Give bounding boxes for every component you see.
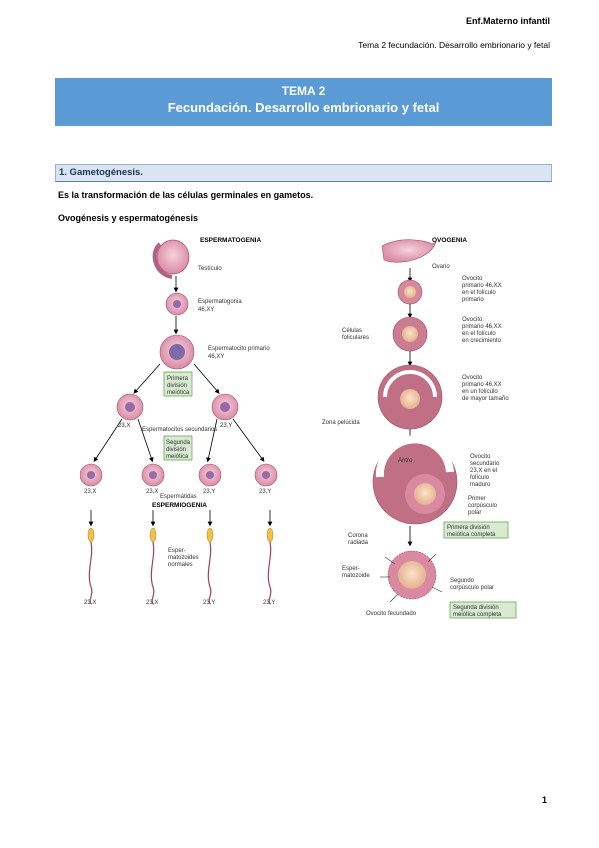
- sperm-label-l2: matozoide: [342, 573, 370, 579]
- second-meiotic-complete-l2: meiótica completa: [453, 612, 502, 618]
- first-meiotic-box: [163, 371, 193, 397]
- spermatid-cells: [80, 463, 278, 487]
- oocyte3-l1: Ovocito: [462, 375, 483, 381]
- sperm-3-label: 23,Y: [203, 600, 215, 606]
- spermatid-1-label: 23,X: [84, 489, 96, 495]
- sperm-4-label: 23,Y: [263, 600, 275, 606]
- primary-spermatocyte-label: Espermatocito primario: [208, 346, 270, 352]
- oocyte4-l3: 23,X en el: [470, 468, 497, 474]
- oocyte2-l1: Ovocito: [462, 317, 483, 323]
- header-course: Enf.Materno infantil: [466, 16, 550, 26]
- spermatid-3-label: 23,Y: [203, 489, 215, 495]
- first-polar-l2: corpúsculo: [468, 503, 498, 509]
- second-meiotic-complete-l1: Segunda división: [453, 605, 499, 611]
- first-polar-l3: polar: [468, 510, 481, 516]
- oocyte3-l4: de mayor tamaño: [462, 396, 509, 402]
- banner-line2: Fecundación. Desarrollo embrionario y fe…: [167, 100, 440, 115]
- paragraph-subtitle: Ovogénesis y espermatogénesis: [58, 213, 199, 223]
- oocyte3-l2: primario 46,XX: [462, 382, 502, 388]
- first-polar-l1: Primer: [468, 496, 486, 502]
- oocyte4-l2: secundario: [470, 461, 500, 467]
- second-meiotic-l1: Segunda: [166, 440, 191, 446]
- zona-pellucida-label: Zona pelúcida: [322, 420, 360, 426]
- testis-label: Testículo: [198, 266, 222, 272]
- spermatogonium-karyotype: 46,XY: [198, 307, 214, 313]
- antrum-label: Antro: [398, 458, 413, 464]
- first-meiotic-complete-l2: meiótica completa: [447, 532, 496, 538]
- oocyte4-l5: maduro: [470, 482, 491, 488]
- first-meiotic-l3: meiótica: [167, 390, 190, 396]
- oocyte2-l2: primario 46,XX: [462, 324, 502, 330]
- spermatid-4-label: 23,Y: [259, 489, 271, 495]
- spermatogonium-label: Espermatogonia: [198, 299, 242, 305]
- section-heading: 1. Gametogénesis.: [55, 164, 552, 182]
- spermiogenesis-label: ESPERMIOGENIA: [152, 502, 207, 509]
- second-polar-l2: corpúsculo polar: [450, 585, 494, 591]
- sperm-label-l1: Esper-: [342, 566, 360, 572]
- testis-icon: [152, 239, 190, 279]
- oocyte3-l3: en un folículo: [462, 389, 498, 395]
- sec-y-label: 23,Y: [220, 423, 232, 429]
- secondary-label: Espermatocitos secundarios: [142, 427, 217, 433]
- second-meiotic-box: [163, 435, 193, 461]
- banner-line1: TEMA 2: [281, 84, 326, 98]
- sperm-cells: [87, 527, 274, 605]
- first-meiotic-l1: Primera: [167, 376, 189, 382]
- oocyte4-l4: folículo: [470, 475, 490, 481]
- normal-sperm-l3: normales: [168, 562, 193, 568]
- oocyte1-l2: primario 46,XX: [462, 283, 502, 289]
- corona-l1: Corona: [348, 533, 368, 539]
- sperm-2-label: 23,X: [146, 600, 158, 606]
- oocyte1-l1: Ovocito: [462, 276, 483, 282]
- first-meiotic-complete-box: [443, 521, 509, 539]
- right-title: OVOGENIA: [432, 237, 467, 244]
- paragraph-definition: Es la transformación de las células germ…: [58, 190, 314, 200]
- spermatids-label: Espermátidas: [160, 494, 197, 500]
- section-title: 1. Gametogénesis.: [59, 167, 143, 178]
- fertilized-oocyte: [380, 550, 443, 603]
- first-meiotic-complete-l1: Primera división: [447, 525, 490, 531]
- oocyte1-l4: primario: [462, 297, 484, 303]
- second-meiotic-l2: división: [166, 447, 186, 453]
- follicular-cells-l1: Células: [342, 328, 362, 334]
- spermatid-2-label: 23,X: [146, 489, 158, 495]
- ovary-label: Ovario: [432, 264, 450, 270]
- oocyte2-l4: en crecimiento: [462, 338, 502, 344]
- corona-l2: radiada: [348, 540, 369, 546]
- title-banner: TEMA 2 Fecundación. Desarrollo embrionar…: [55, 78, 552, 126]
- gametogenesis-figure: .lbl { font-size: 6px; fill: #333; } .tt…: [80, 237, 517, 619]
- first-meiotic-l2: división: [167, 383, 187, 389]
- page-number: 1: [541, 795, 547, 805]
- normal-sperm-l2: matozoides: [168, 555, 199, 561]
- ovary-icon: [381, 239, 437, 263]
- header-topic: Tema 2 fecundación. Desarrollo embrionar…: [358, 40, 550, 50]
- oocyte2-l3: en el folículo: [462, 331, 496, 337]
- sperm-1-label: 23,X: [84, 600, 96, 606]
- follicular-cells-l2: foliculares: [342, 335, 369, 341]
- second-meiotic-complete-box: [449, 601, 517, 619]
- fertilized-label: Ovocito fecundado: [366, 611, 417, 617]
- normal-sperm-l1: Esper-: [168, 548, 186, 554]
- sec-x-label: 23,X: [118, 423, 130, 429]
- left-title: ESPERMATOGENIA: [200, 237, 261, 244]
- oocyte1-l3: en el folículo: [462, 290, 496, 296]
- oocyte4-l1: Ovocito: [470, 454, 491, 460]
- primary-spermatocyte-karyotype: 46,XY: [208, 354, 224, 360]
- second-polar-l1: Segundo: [450, 578, 475, 584]
- second-meiotic-l3: meiótica: [166, 454, 189, 460]
